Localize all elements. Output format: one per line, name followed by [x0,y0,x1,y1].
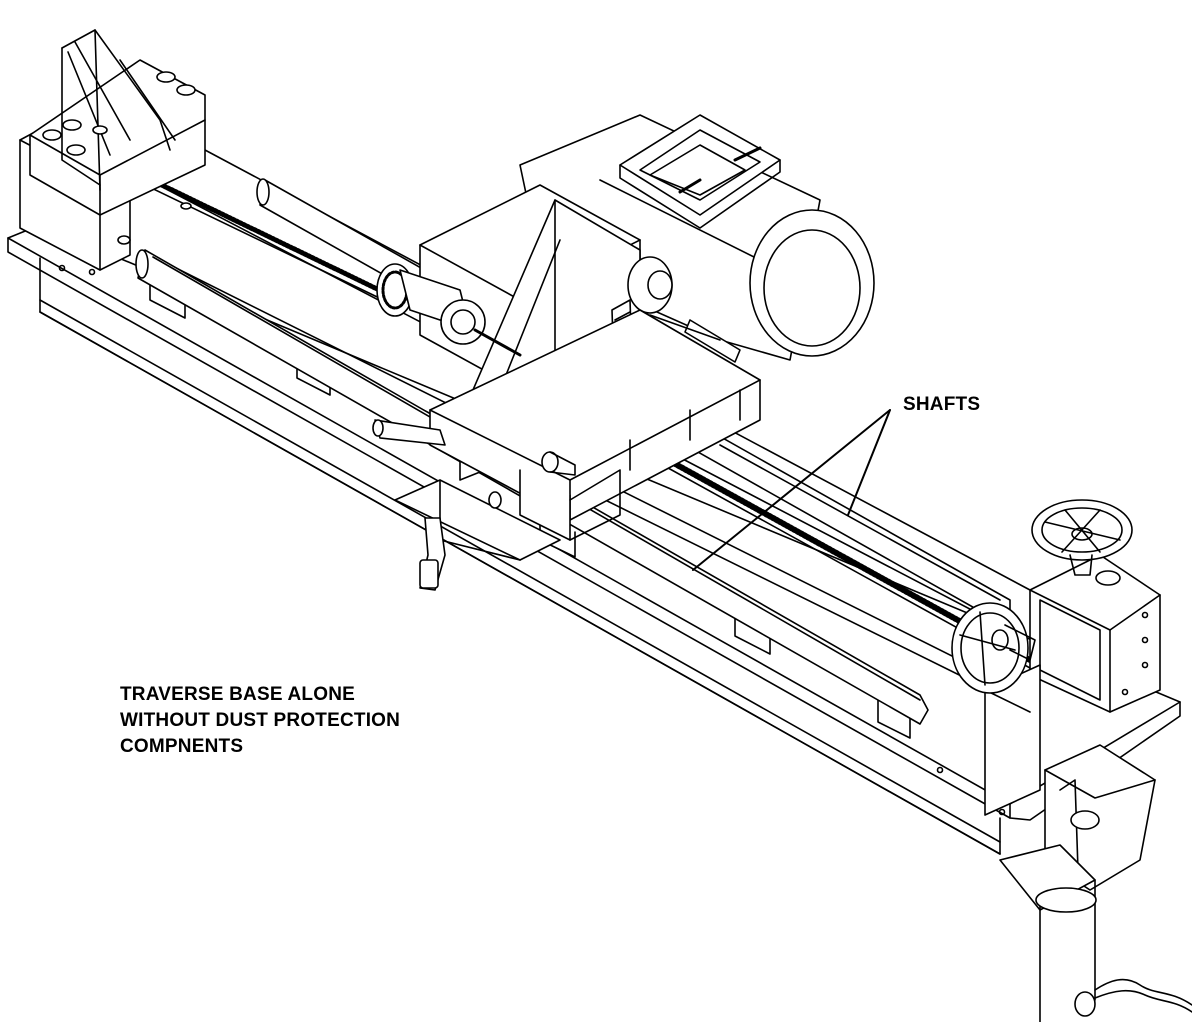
support-post [1000,745,1192,1022]
screw-hole-icon [60,266,65,271]
top-handwheel-icon [1032,500,1132,575]
front-handwheel-icon [952,603,1035,693]
carriage [373,185,760,590]
shafts-leader-lines [693,410,890,570]
caption-line-1: TRAVERSE BASE ALONE [120,684,355,705]
drawing-caption: TRAVERSE BASE ALONE WITHOUT DUST PROTECT… [120,682,400,760]
caption-line-3: COMPNENTS [120,736,244,757]
drive-motor [520,115,874,362]
right-gearbox [985,555,1160,815]
caption-line-2: WITHOUT DUST PROTECTION [120,710,401,731]
left-end-support [20,30,205,270]
shafts-label: SHAFTS [903,394,981,415]
